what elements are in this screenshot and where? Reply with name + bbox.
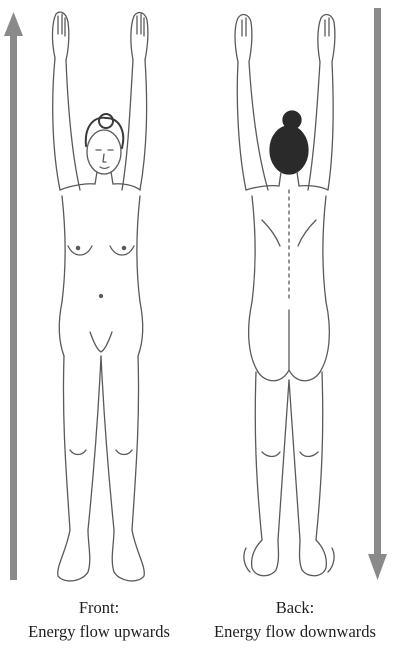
front-heading: Front: bbox=[4, 596, 194, 620]
back-figure-illustration bbox=[235, 15, 335, 576]
front-caption: Front: Energy flow upwards bbox=[4, 596, 194, 644]
upward-arrow bbox=[4, 12, 23, 580]
front-description: Energy flow upwards bbox=[4, 620, 194, 644]
back-description: Energy flow downwards bbox=[200, 620, 390, 644]
front-figure-illustration bbox=[52, 12, 147, 581]
back-caption: Back: Energy flow downwards bbox=[200, 596, 390, 644]
back-heading: Back: bbox=[200, 596, 390, 620]
downward-arrow bbox=[368, 8, 387, 580]
